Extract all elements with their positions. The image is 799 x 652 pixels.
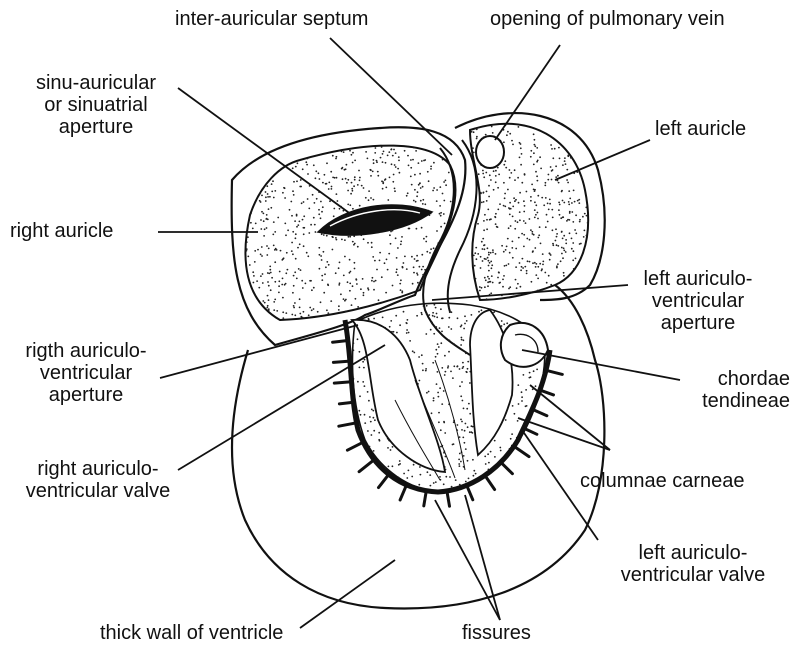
- label-right-av-aperture: rigth auriculo- ventricular aperture: [6, 340, 166, 406]
- label-right-av-valve-line-1: right auriculo-: [4, 458, 192, 480]
- label-right-av-valve-line-2: ventricular valve: [4, 480, 192, 502]
- label-left-auricle: left auricle: [655, 118, 746, 140]
- chordae-tendineae: [501, 323, 548, 367]
- label-left-av-aperture: left auriculo- ventricular aperture: [628, 268, 768, 334]
- columnae-carneae-spike: [334, 382, 351, 383]
- leader-right-av-aperture: [160, 325, 358, 378]
- columnae-carneae-spike: [524, 428, 537, 434]
- label-opening-of-pulmonary-vein: opening of pulmonary vein: [490, 8, 725, 30]
- label-columnae-carneae: columnae carneae: [580, 470, 745, 492]
- columnae-carneae-spike: [501, 462, 513, 474]
- sinu-auricular-aperture: [318, 205, 432, 235]
- leader-sinu-auricular: [178, 88, 352, 215]
- label-inter-auricular-septum: inter-auricular septum: [175, 8, 368, 30]
- label-sinu-auricular-line-1: sinu-auricular: [6, 72, 186, 94]
- label-left-av-valve-line-2: ventricular valve: [598, 564, 788, 586]
- label-right-auricle: right auricle: [10, 220, 113, 242]
- pulmonary-vein-opening: [476, 136, 504, 168]
- columnae-carneae-spike: [485, 475, 495, 489]
- columnae-carneae-spike: [339, 402, 353, 404]
- label-chordae-tendineae: chordae tendineae: [650, 368, 790, 412]
- label-right-av-aperture-line-3: aperture: [6, 384, 166, 406]
- columnae-carneae-spike: [424, 491, 427, 506]
- inter-auricular-septum-edge: [448, 140, 477, 312]
- label-right-av-aperture-line-1: rigth auriculo-: [6, 340, 166, 362]
- label-thick-wall-of-ventricle: thick wall of ventricle: [100, 622, 283, 644]
- leader-inter-auricular-septum: [330, 38, 452, 155]
- left-auricle-stipple: [465, 104, 601, 306]
- columnae-carneae-spike: [359, 460, 374, 472]
- label-left-av-valve-line-1: left auriculo-: [598, 542, 788, 564]
- label-sinu-auricular-line-3: aperture: [6, 116, 186, 138]
- label-left-av-aperture-line-2: ventricular: [628, 290, 768, 312]
- label-right-av-aperture-line-2: ventricular: [6, 362, 166, 384]
- label-right-av-valve: right auriculo- ventricular valve: [4, 458, 192, 502]
- label-fissures: fissures: [462, 622, 531, 644]
- leader-columnae-carneae-2: [530, 385, 610, 450]
- columnae-carneae-spike: [347, 442, 363, 450]
- columnae-carneae-spike: [514, 446, 529, 456]
- label-sinu-auricular-line-2: or sinuatrial: [6, 94, 186, 116]
- columnae-carneae-spike: [333, 361, 350, 362]
- columnae-carneae-spike: [532, 409, 547, 415]
- left-auricle-outer-wall: [455, 113, 605, 300]
- leader-left-av-aperture: [432, 285, 628, 300]
- leader-left-auricle: [555, 140, 650, 180]
- leader-lines: [158, 38, 680, 628]
- columnae-carneae-spike: [467, 485, 473, 500]
- label-left-av-aperture-line-3: aperture: [628, 312, 768, 334]
- label-chordae-line-1: chordae: [650, 368, 790, 390]
- inter-auricular-septum: [423, 148, 470, 355]
- columnae-carneae-spike: [400, 485, 406, 500]
- label-left-av-valve: left auriculo- ventricular valve: [598, 542, 788, 586]
- columnae-carneae-spike: [333, 341, 348, 343]
- columnae-carneae-spike: [546, 370, 562, 374]
- columnae-carneae-spike: [379, 474, 389, 487]
- label-left-av-aperture-line-1: left auriculo-: [628, 268, 768, 290]
- label-chordae-line-2: tendineae: [650, 390, 790, 412]
- columnae-carneae-spike: [339, 423, 357, 426]
- label-sinu-auricular-aperture: sinu-auricular or sinuatrial aperture: [6, 72, 186, 138]
- columnae-carneae-spike: [447, 491, 450, 506]
- leader-thick-wall: [300, 560, 395, 628]
